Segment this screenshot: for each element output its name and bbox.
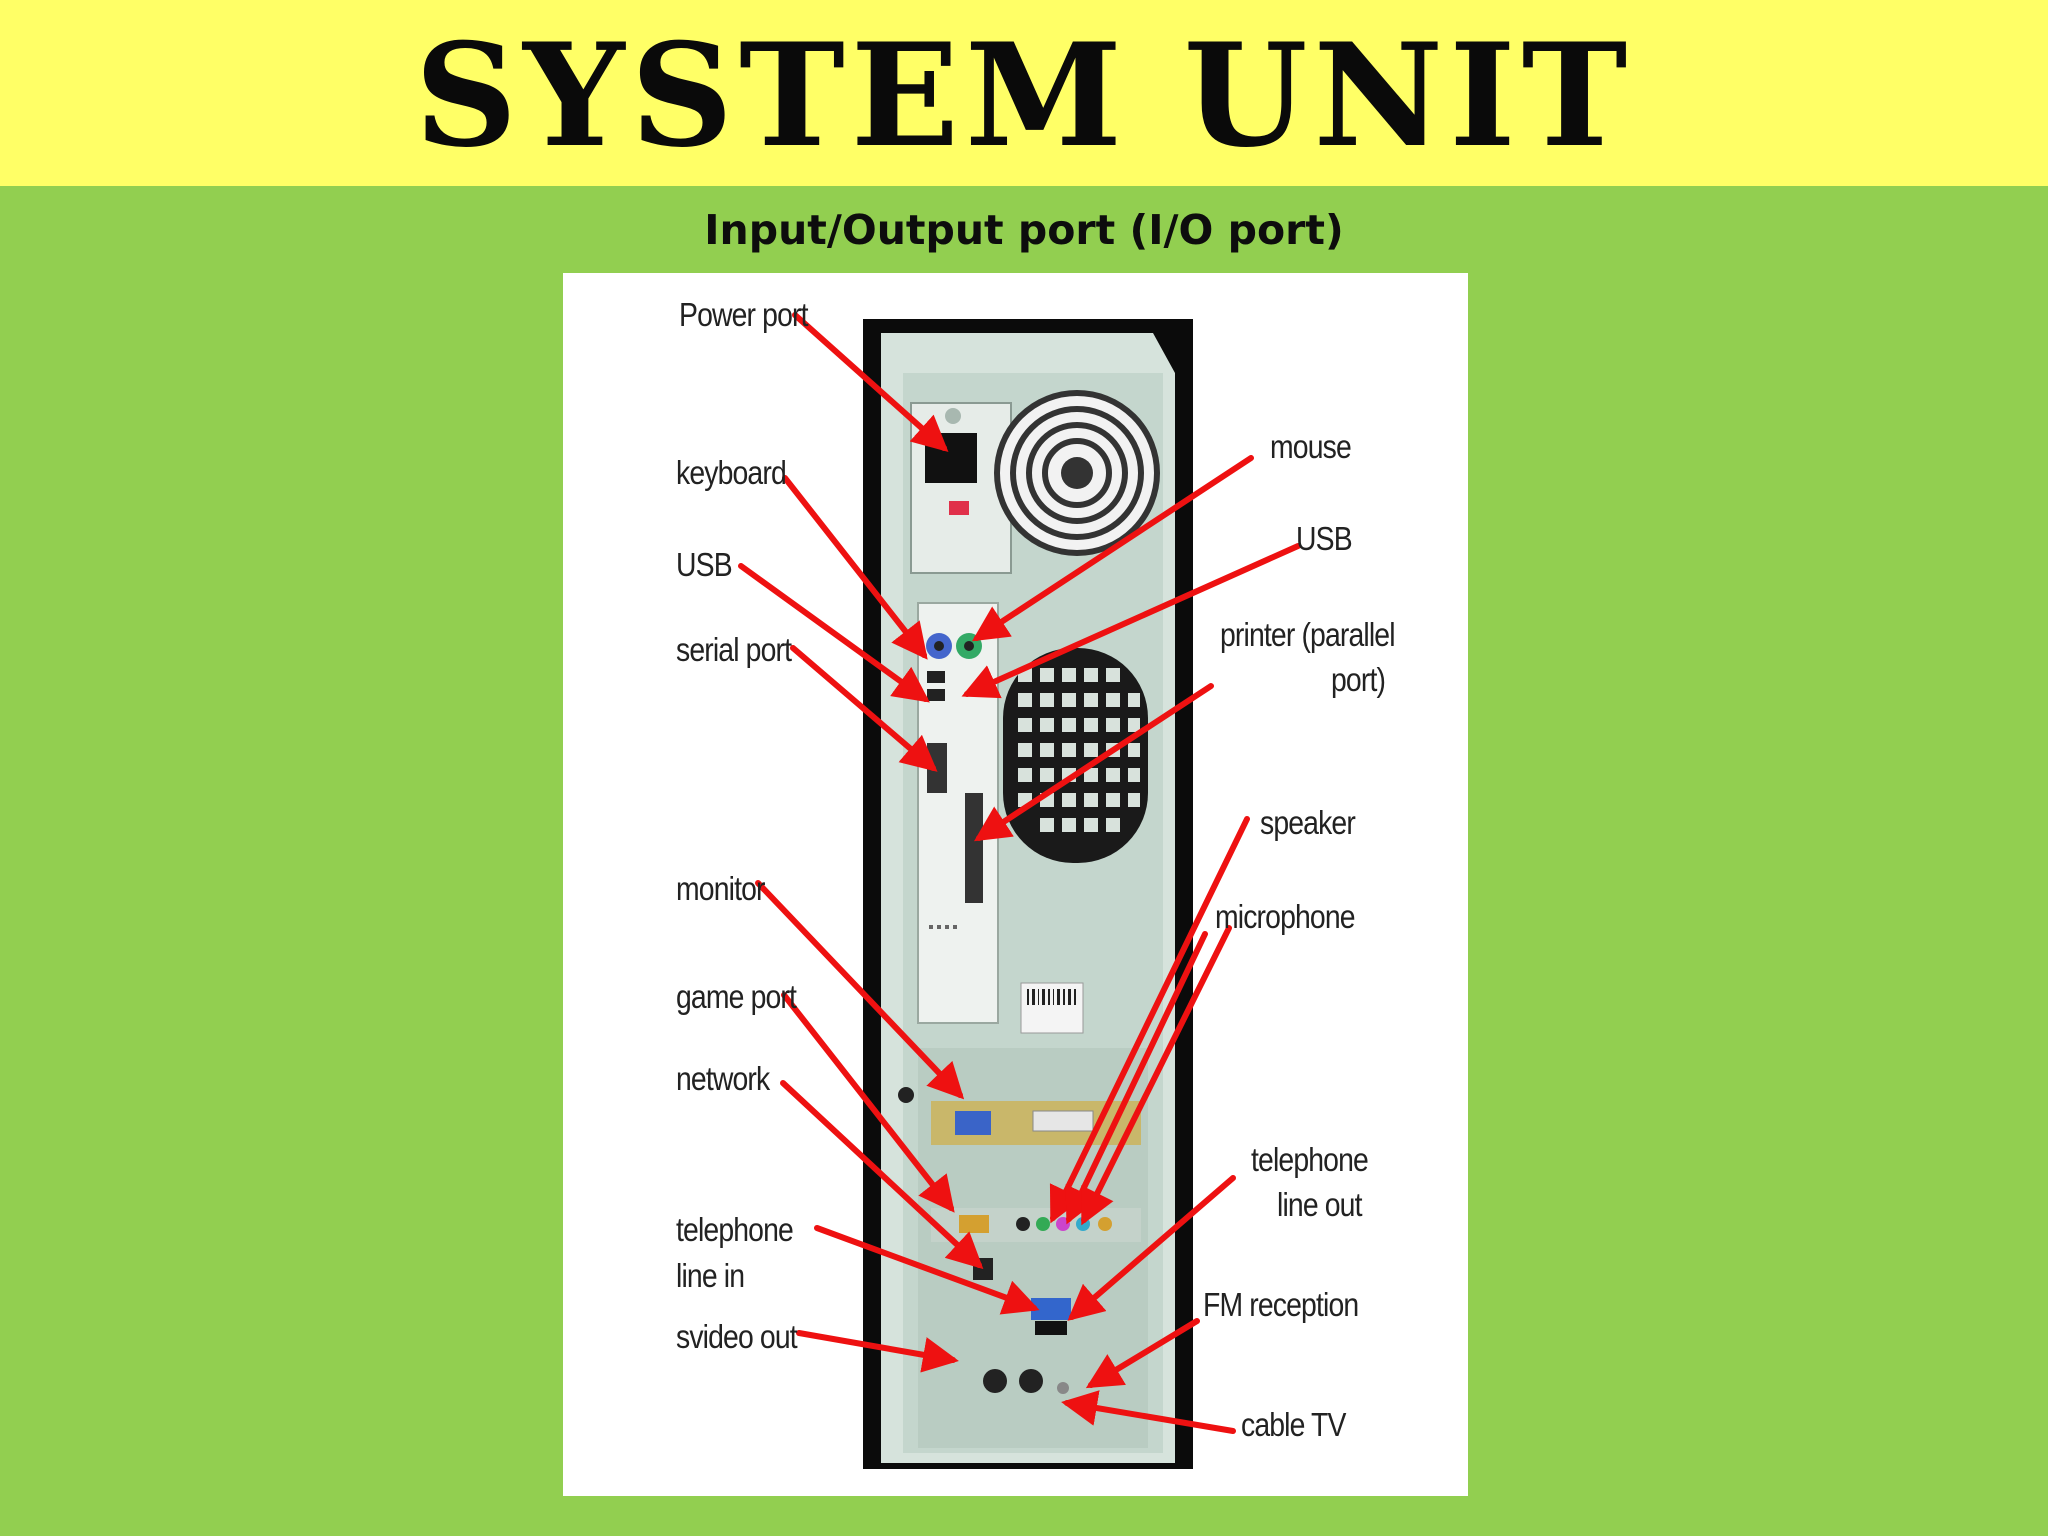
label-keyboard: keyboard: [676, 454, 787, 491]
pointer-arrows: [738, 312, 1301, 1434]
bottom-fan-grille-icon: [1003, 648, 1148, 863]
tower-case: [863, 319, 1193, 1469]
label-printer-1: printer (parallel: [1220, 616, 1396, 653]
label-power-port: Power port: [679, 296, 808, 333]
label-mouse: mouse: [1270, 428, 1352, 465]
title-band: [0, 0, 2048, 186]
label-printer-2: port): [1331, 661, 1386, 698]
label-serial-port: serial port: [676, 631, 792, 668]
top-fan-icon: [994, 390, 1160, 556]
label-usb-left: USB: [676, 546, 733, 583]
label-telephone-line-in-2: line in: [676, 1257, 745, 1294]
label-cable-tv: cable TV: [1241, 1406, 1346, 1443]
label-usb-right: USB: [1296, 520, 1353, 557]
label-telephone-line-out-1: telephone: [1251, 1141, 1369, 1178]
label-game-port: game port: [676, 978, 797, 1015]
slide-subtitle: Input/Output port (I/O port): [704, 206, 1344, 254]
label-microphone: microphone: [1215, 898, 1356, 935]
label-fm-reception: FM reception: [1203, 1286, 1359, 1323]
label-network: network: [676, 1060, 770, 1097]
label-monitor: monitor: [676, 870, 765, 907]
label-telephone-line-out-2: line out: [1277, 1186, 1363, 1223]
system-unit-illustration: [738, 312, 1301, 1469]
label-speaker: speaker: [1260, 804, 1356, 841]
label-svideo-out: svideo out: [676, 1318, 798, 1355]
slide-title: SYSTEM UNIT: [414, 13, 1634, 179]
label-telephone-line-in-1: telephone: [676, 1211, 794, 1248]
system-unit-figure: Power port keyboard USB serial port moni…: [563, 273, 1468, 1496]
